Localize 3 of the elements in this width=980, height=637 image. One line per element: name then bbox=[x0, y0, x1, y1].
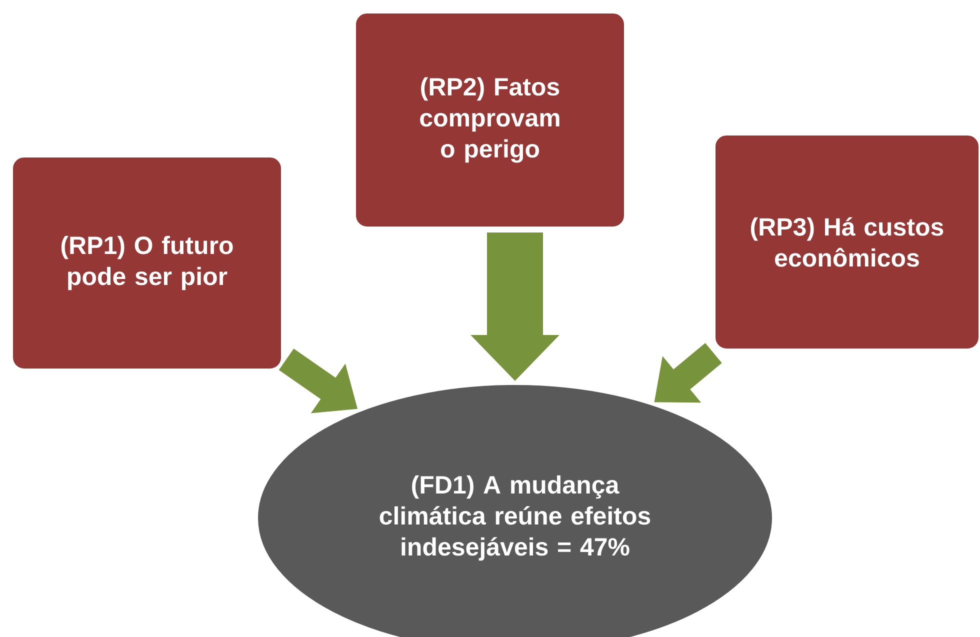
text-box: (RP2) Fatos comprovam o perigo bbox=[354, 12, 626, 228]
text-box: (RP3) Há custos econômicos bbox=[714, 134, 980, 350]
text-box: (RP1) O futuro pode ser pior bbox=[11, 156, 283, 370]
